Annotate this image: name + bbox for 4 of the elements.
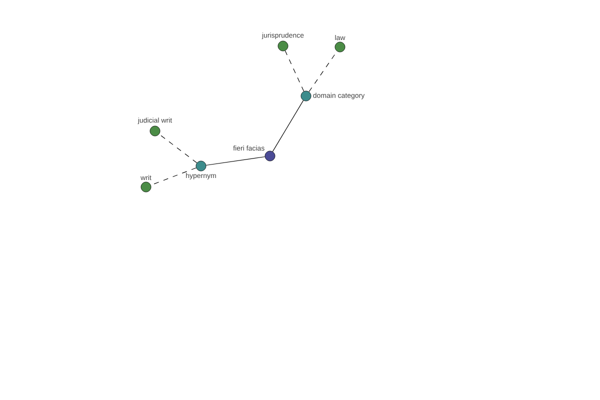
connector-line <box>158 134 198 164</box>
connector-line <box>284 50 304 92</box>
connector-line <box>272 100 304 152</box>
connector-line <box>206 156 266 166</box>
